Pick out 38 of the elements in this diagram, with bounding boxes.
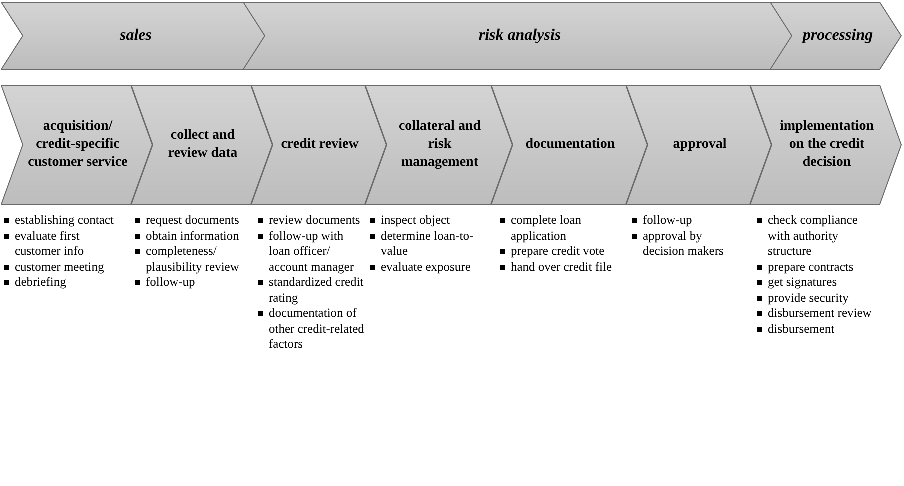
task-item: review documents xyxy=(269,213,360,228)
task-item: customer meeting xyxy=(15,260,104,275)
step-title: credit review xyxy=(281,136,359,154)
step-title: collect and review data xyxy=(167,127,239,163)
task-item: hand over credit file xyxy=(511,260,612,275)
task-item: provide security xyxy=(768,290,849,306)
step-title: implementation on the credit decision xyxy=(778,118,876,172)
phase-label: risk analysis xyxy=(478,26,562,46)
task-item: disbursement xyxy=(768,322,835,337)
step-title: approval xyxy=(673,136,727,154)
phase-label: processing xyxy=(802,26,874,46)
task-item: prepare credit vote xyxy=(511,244,605,260)
task-item: follow-up xyxy=(146,275,196,290)
process-step xyxy=(251,85,387,205)
process-step xyxy=(491,85,648,205)
task-item: follow-up xyxy=(643,213,692,228)
task-item: debriefing xyxy=(15,275,66,290)
task-item: disbursement review xyxy=(768,306,872,322)
process-step xyxy=(131,85,273,205)
task-item: obtain information xyxy=(146,228,240,244)
task-item: establishing contact xyxy=(15,213,114,228)
task-item: request documents xyxy=(146,213,240,228)
process-step xyxy=(750,85,902,205)
task-item: prepare contracts xyxy=(768,260,854,275)
task-item: inspect object xyxy=(381,213,450,228)
task-item: evaluate exposure xyxy=(381,260,471,275)
phase-banner xyxy=(1,2,267,70)
phase-label: sales xyxy=(120,26,152,46)
process-step xyxy=(365,85,513,205)
task-item: documentation of other credit-related factors xyxy=(269,306,366,352)
process-step xyxy=(626,85,772,205)
step-title: collateral and risk management xyxy=(398,118,482,172)
task-item: approval by decision makers xyxy=(643,228,725,260)
step-title: acquisition/ credit-specific customer service xyxy=(27,118,129,172)
task-item: get signatures xyxy=(768,275,838,290)
process-step xyxy=(1,85,153,205)
step-title: documentation xyxy=(526,136,616,154)
phase-banner xyxy=(770,2,902,70)
